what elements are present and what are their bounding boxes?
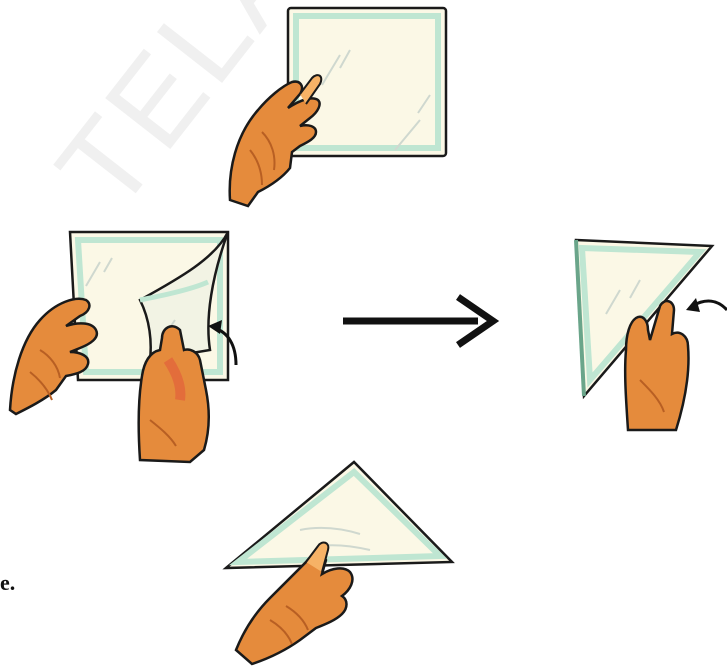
step2-hands-folding-corner bbox=[10, 232, 236, 462]
text-fragment: e. bbox=[0, 570, 15, 596]
triangle-napkin bbox=[226, 462, 452, 568]
step1-hand-holding-square bbox=[230, 8, 446, 206]
curved-fold-arrow-icon bbox=[686, 298, 727, 312]
hand bbox=[625, 301, 688, 430]
right-arrow-icon bbox=[343, 297, 493, 345]
step3-hand-holding-triangle-upright bbox=[576, 240, 727, 430]
hand bbox=[236, 555, 352, 664]
step4-hand-holding-folded-triangle bbox=[226, 462, 452, 664]
